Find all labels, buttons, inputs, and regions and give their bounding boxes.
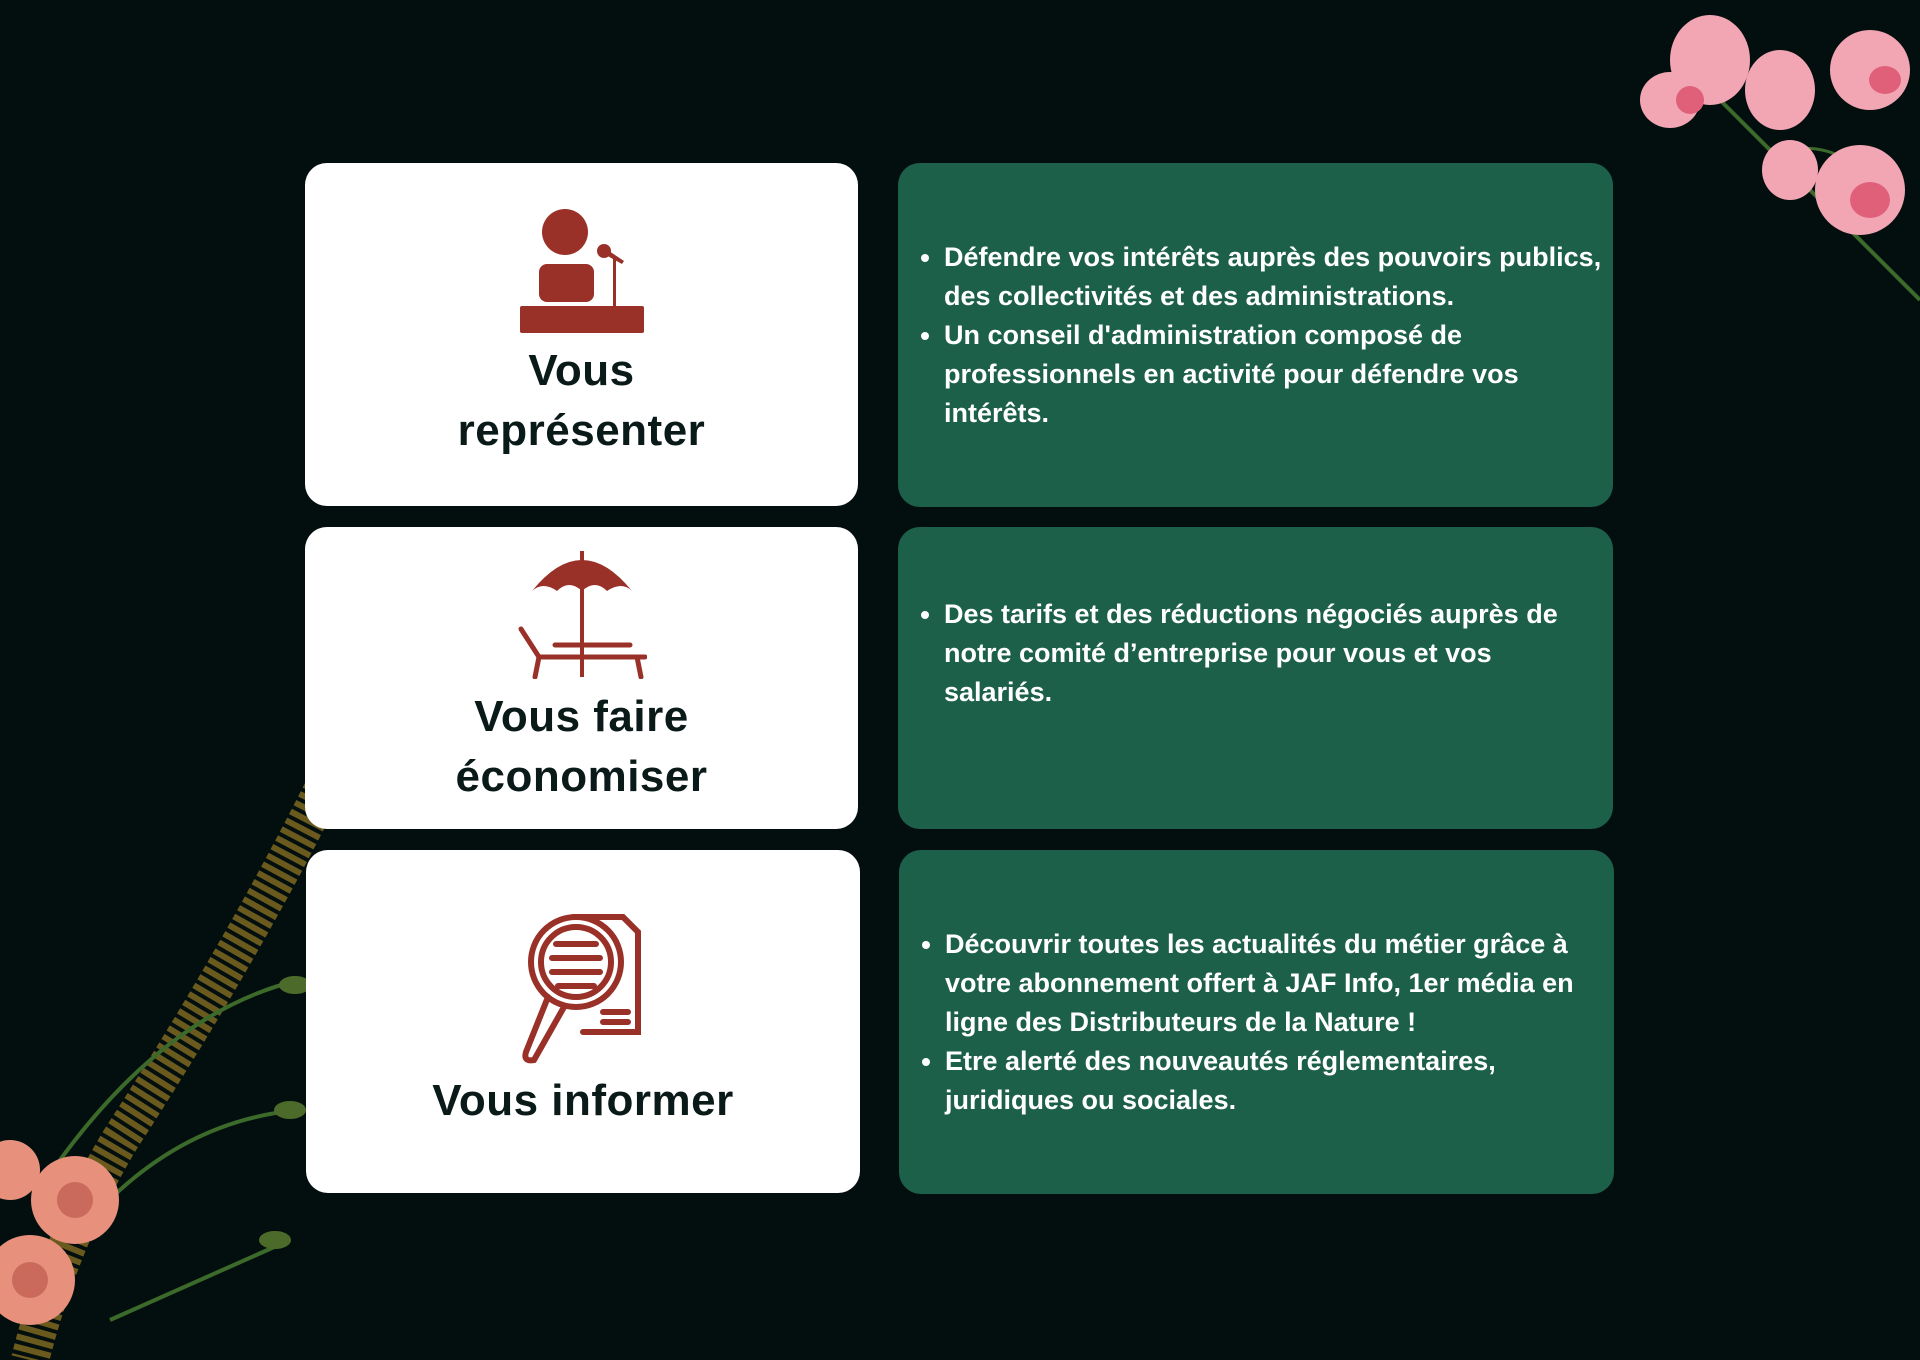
speaker-podium-icon xyxy=(519,208,644,335)
details-inform: Découvrir toutes les actualités du métie… xyxy=(899,850,1614,1194)
details-save: Des tarifs et des réductions négociés au… xyxy=(898,527,1613,829)
bullet-list: Des tarifs et des réductions négociés au… xyxy=(920,595,1603,712)
beach-umbrella-lounger-icon xyxy=(517,549,647,679)
magnifier-document-icon xyxy=(518,912,648,1067)
bullet-item: Défendre vos intérêts auprès des pouvoir… xyxy=(944,238,1603,316)
card-represent: Vous représenter xyxy=(305,163,858,506)
card-title-line: Vous faire xyxy=(474,692,689,741)
bullet-item: Découvrir toutes les actualités du métie… xyxy=(945,925,1604,1042)
bullet-list: Découvrir toutes les actualités du métie… xyxy=(921,925,1604,1120)
details-represent: Défendre vos intérêts auprès des pouvoir… xyxy=(898,163,1613,507)
card-title-line: Vous xyxy=(528,345,635,395)
bullet-item: Un conseil d'administration composé de p… xyxy=(944,316,1603,433)
bullet-item: Etre alerté des nouveautés réglementaire… xyxy=(945,1042,1604,1120)
card-inform: Vous informer xyxy=(306,850,860,1193)
card-title-line: Vous informer xyxy=(432,1076,734,1125)
flowers-bottom-left-decoration xyxy=(0,746,358,1360)
bullet-list: Défendre vos intérêts auprès des pouvoir… xyxy=(920,238,1603,433)
flowers-top-right-decoration xyxy=(1640,15,1920,302)
card-title-line: représenter xyxy=(457,405,706,455)
card-save: Vous faire économiser xyxy=(305,527,858,829)
card-title-line: économiser xyxy=(455,752,708,801)
bullet-item: Des tarifs et des réductions négociés au… xyxy=(944,595,1603,712)
